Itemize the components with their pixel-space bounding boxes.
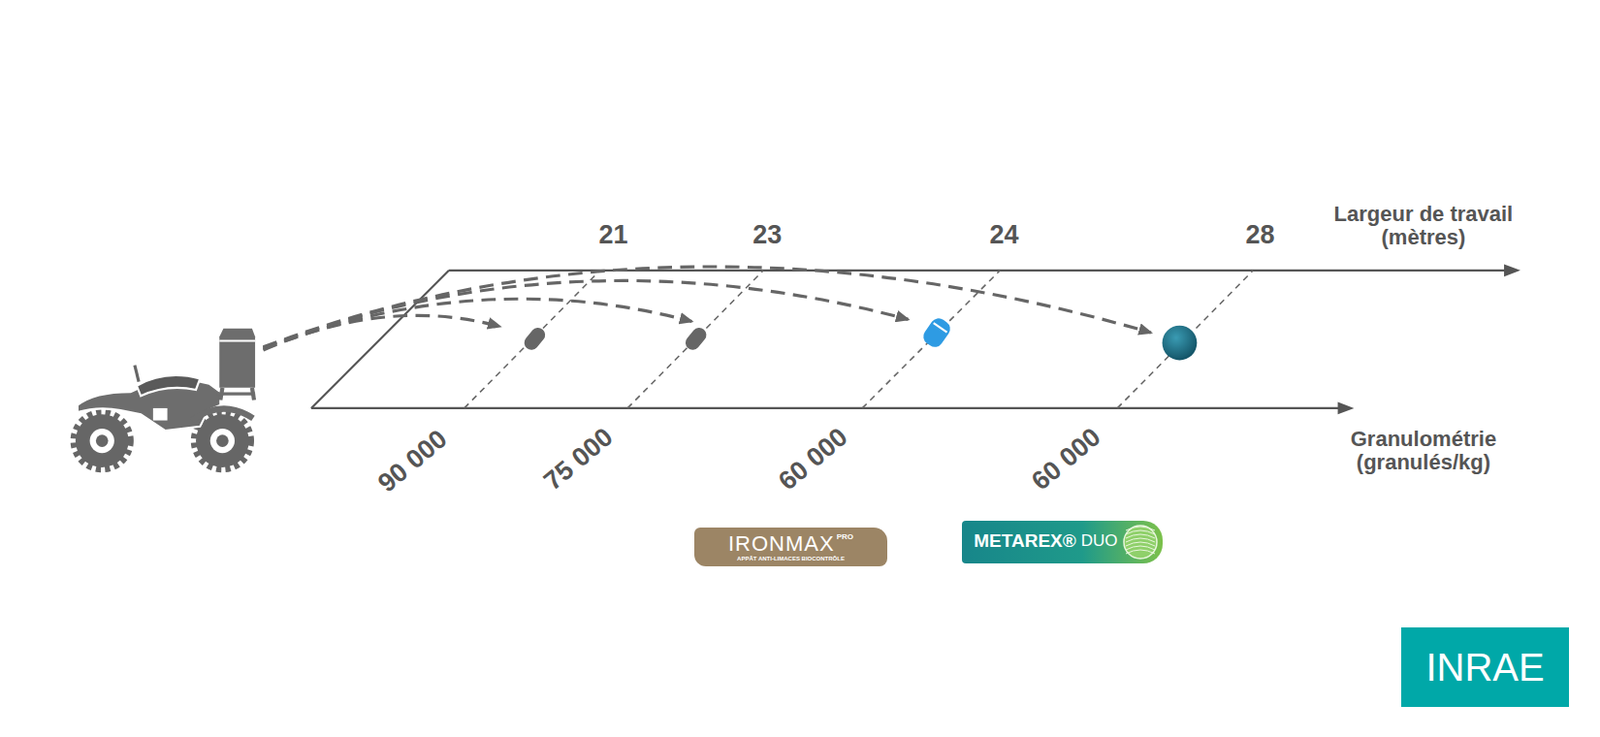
axis-title: Largeur de travail (mètres) [1318, 201, 1528, 249]
quad-spreader [73, 328, 256, 470]
trajectories [262, 266, 1152, 351]
logo-text-row: INRAE [1425, 645, 1544, 689]
granulometry-value: 90 000 [373, 424, 453, 499]
grid-lines [464, 270, 1253, 409]
granule [920, 315, 954, 351]
brand-tagline: APPÂT ANTI-LIMACES BIOCONTRÔLE [736, 555, 845, 563]
width-value: 24 [989, 221, 1019, 251]
width-value: 23 [752, 221, 782, 251]
granule [1162, 325, 1198, 361]
axis-arrowhead [1338, 402, 1355, 416]
granule [682, 324, 710, 353]
logo-text-row: METAREX® DUO [973, 531, 1118, 552]
logo-text-group: INRAE [1425, 645, 1544, 689]
institution-name: INRAE [1425, 645, 1544, 689]
width-value: 28 [1246, 221, 1276, 251]
granule [521, 324, 549, 353]
width-axis [448, 269, 1508, 272]
brand-name: METAREX® [973, 531, 1076, 552]
logo-text-row: IRONMAXPRO [728, 532, 854, 556]
product-logo: IRONMAXPROAPPÂT ANTI-LIMACES BIOCONTRÔLE [694, 527, 889, 567]
logo-sphere-icon [1120, 522, 1160, 562]
granulometry-value: 60 000 [1025, 422, 1106, 497]
product-logo: METAREX® DUO [961, 520, 1162, 564]
logo-text-group: IRONMAXPROAPPÂT ANTI-LIMACES BIOCONTRÔLE [728, 532, 854, 563]
granulometry-value: 75 000 [538, 422, 618, 497]
brand-suffix: DUO [1081, 532, 1119, 551]
width-value: 21 [598, 221, 628, 251]
brand-name: IRONMAX [728, 532, 835, 556]
axis-title: Granulométrie (granulés/kg) [1318, 427, 1528, 475]
axis-arrowhead [1504, 264, 1521, 278]
granulometry-value: 60 000 [772, 422, 853, 497]
plane-edge [311, 270, 449, 409]
logo-text-row: APPÂT ANTI-LIMACES BIOCONTRÔLE [736, 555, 845, 563]
logo-text-group: METAREX® DUO [973, 531, 1118, 552]
institution-logo: INRAE [1401, 627, 1570, 707]
brand-suffix: PRO [836, 533, 854, 543]
